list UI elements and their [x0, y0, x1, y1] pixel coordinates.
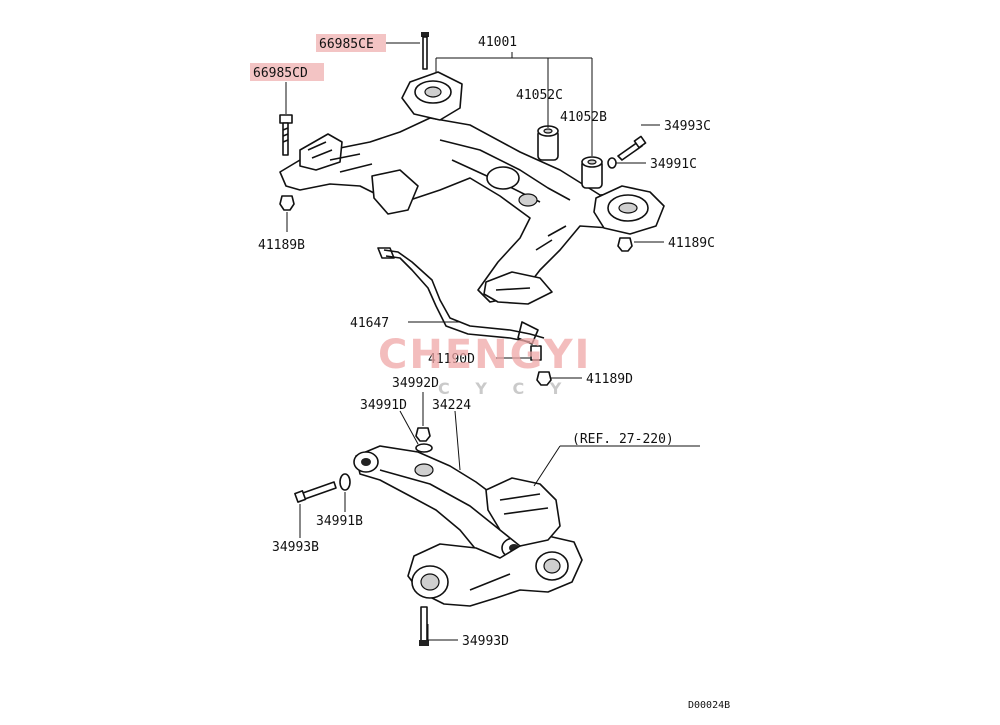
highlight-66985cd: [250, 63, 324, 81]
washer-34991c: [607, 157, 617, 169]
label-34991d: 34991D: [360, 398, 407, 413]
label-34992d: 34992D: [392, 376, 439, 391]
washer-34991d: [415, 443, 433, 453]
label-41647: 41647: [350, 316, 389, 331]
label-ref-27-220: (REF. 27-220): [572, 432, 674, 447]
diff-mount-bracket-34224: [353, 445, 533, 569]
bolt-34993d: [419, 606, 429, 646]
label-41189b: 41189B: [258, 238, 305, 253]
label-34993d: 34993D: [462, 634, 509, 649]
label-41189d: 41189D: [586, 372, 633, 387]
bolt-66985cd: [279, 114, 293, 156]
nut-41189c: [617, 237, 633, 252]
bolt-34993c: [617, 135, 647, 161]
watermark-main: CHENGYI: [378, 332, 591, 378]
label-41190d: 41190D: [428, 352, 475, 367]
differential-housing: [407, 477, 583, 607]
bolt-34993b: [294, 481, 337, 503]
watermark: CHENGYI C Y C Y: [378, 332, 591, 398]
label-34991b: 34991B: [316, 514, 363, 529]
label-41052c: 41052C: [516, 88, 563, 103]
label-34991c: 34991C: [650, 157, 697, 172]
diagram-code: D00024B: [688, 700, 730, 711]
label-66985cd: 66985CD: [253, 66, 308, 81]
bushing-41052c: [537, 125, 559, 161]
nut-41189b: [279, 195, 295, 211]
bushing-41052b: [581, 156, 603, 189]
part-labels: 66985CE 66985CD 41001 41052C 41052B 3499…: [250, 34, 730, 711]
label-34224: 34224: [432, 398, 471, 413]
label-66985ce: 66985CE: [319, 37, 374, 52]
label-41001: 41001: [478, 35, 517, 50]
nut-41189d: [536, 371, 552, 386]
nut-41190d: [530, 345, 542, 361]
label-41189c: 41189C: [668, 236, 715, 251]
label-41052b: 41052B: [560, 110, 607, 125]
rear-subframe: [279, 71, 665, 305]
bolt-66985ce: [421, 32, 429, 70]
watermark-sub: C Y C Y: [438, 379, 571, 398]
washer-34992d: [415, 427, 431, 442]
label-34993c: 34993C: [664, 119, 711, 134]
leader-lines: [285, 42, 700, 641]
washer-34991b: [339, 473, 351, 491]
highlight-66985ce: [316, 34, 386, 52]
stabilizer-bracket-41647: [377, 247, 545, 345]
label-34993b: 34993B: [272, 540, 319, 555]
